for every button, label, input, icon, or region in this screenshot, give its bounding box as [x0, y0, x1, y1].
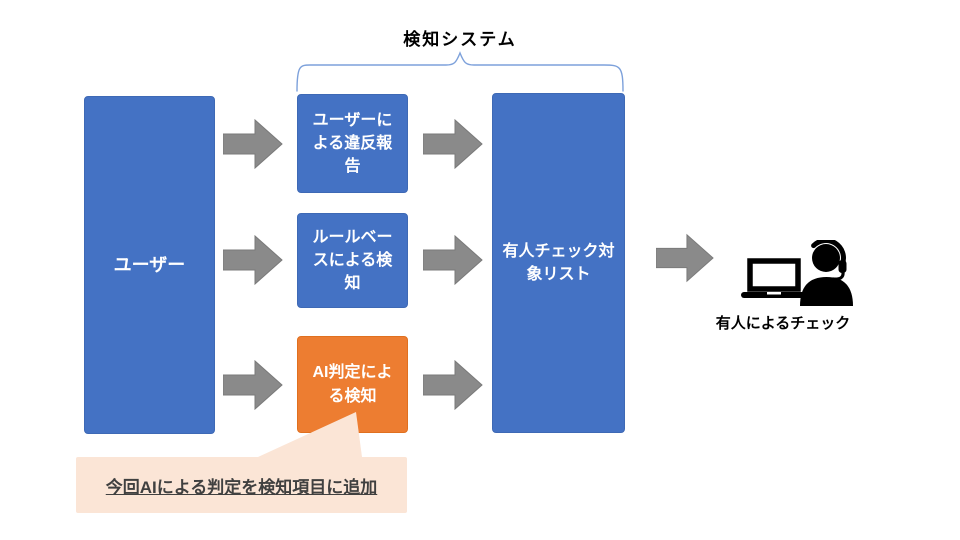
flow-arrow-icon [223, 119, 283, 169]
node-user-violation-report-label: ユーザーによる違反報告 [312, 111, 393, 176]
node-rule-based-detection: ルールベースによる検知 [297, 213, 408, 308]
flow-arrow-icon [423, 119, 483, 169]
laptop-icon [741, 258, 807, 298]
flow-arrow-icon [223, 235, 283, 285]
node-manned-check-list: 有人チェック対象リスト [492, 93, 625, 433]
brace-icon [296, 51, 624, 92]
flow-arrow-icon [656, 233, 714, 283]
callout-note-text: 今回AIによる判定を検知項目に追加 [105, 477, 378, 497]
support-agent-icon [800, 240, 853, 306]
node-manned-check-list-label: 有人チェック対象リスト [502, 242, 615, 283]
flow-arrow-icon [423, 360, 483, 410]
diagram-title: 検知システム [403, 30, 517, 49]
node-ai-detection-label: AI判定による検知 [312, 364, 393, 405]
callout-tail [258, 412, 362, 457]
manual-check-label: 有人によるチェック [715, 315, 851, 332]
node-rule-based-detection-label: ルールベースによる検知 [312, 228, 393, 293]
node-user: ユーザー [84, 96, 215, 434]
callout-note: 今回AIによる判定を検知項目に追加 [76, 457, 407, 513]
flow-arrow-icon [223, 360, 283, 410]
flow-arrow-icon [423, 235, 483, 285]
node-user-label: ユーザー [113, 254, 186, 275]
node-user-violation-report: ユーザーによる違反報告 [297, 94, 408, 193]
manual-check-icons [741, 240, 853, 306]
